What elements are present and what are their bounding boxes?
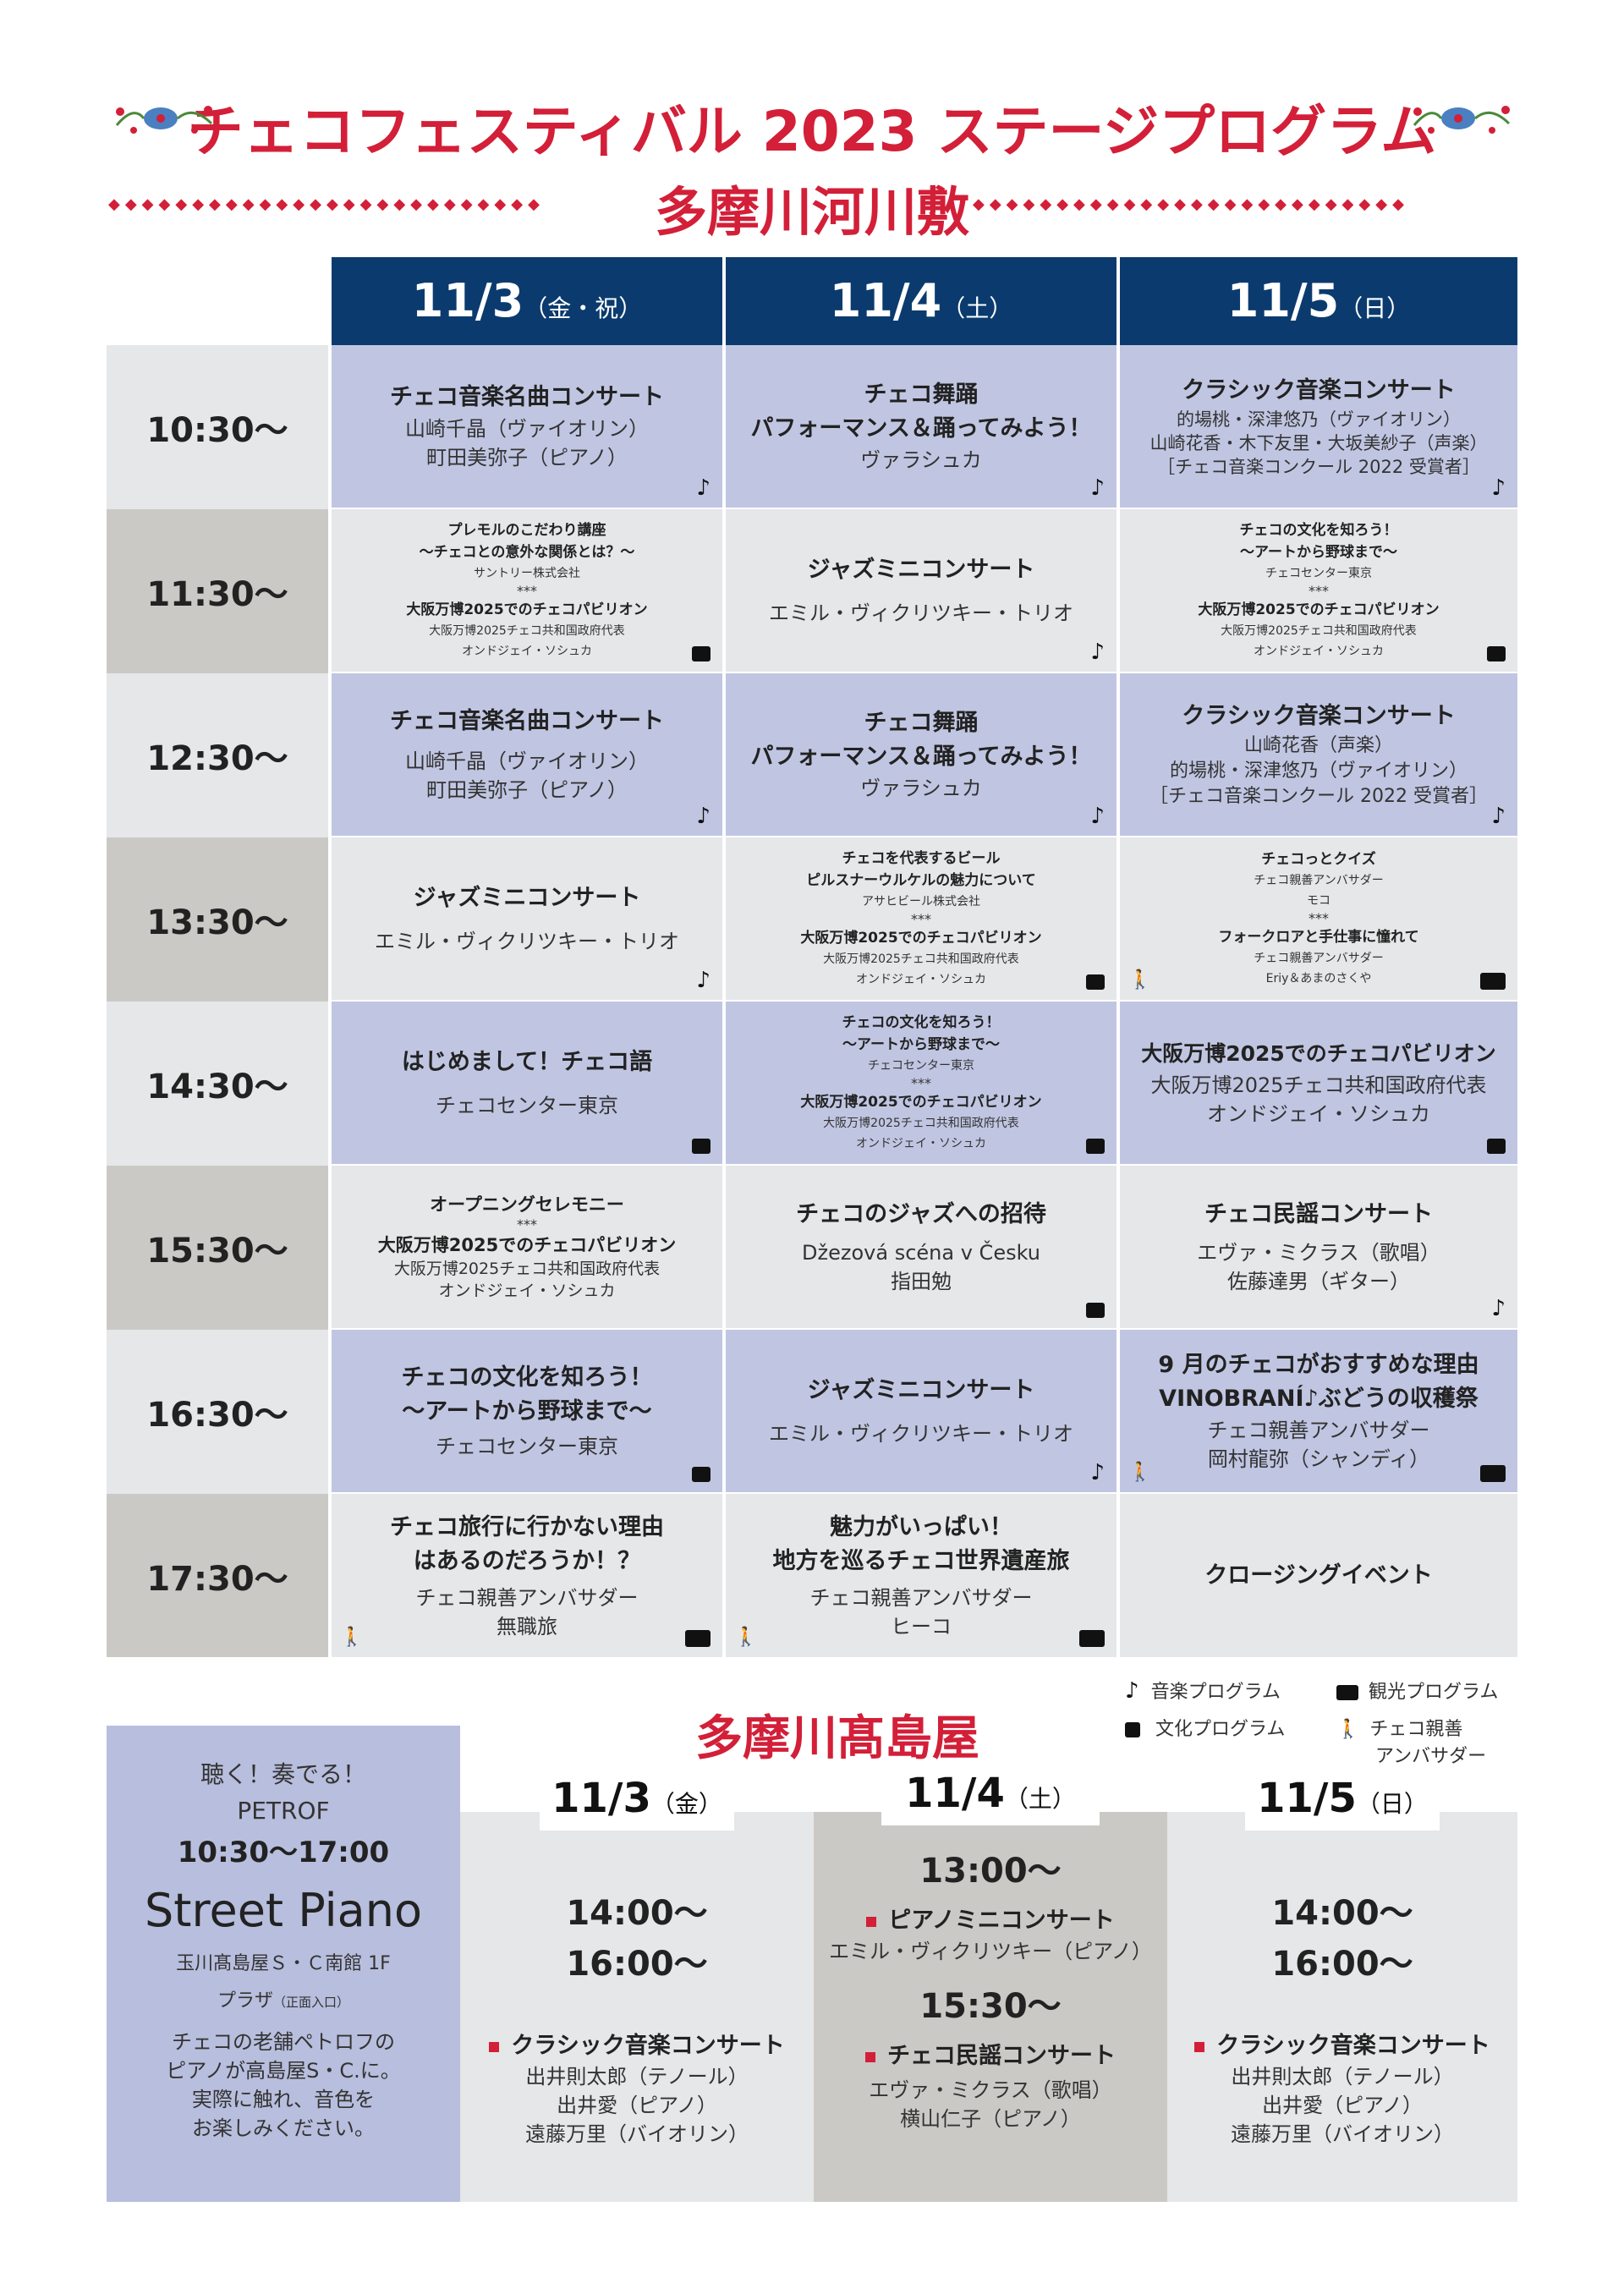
legend-ambassador: 🚶チェコ親善アンバサダー: [1336, 1719, 1487, 1767]
program-cell: ジャズミニコンサートエミル・ヴィクリツキー・トリオ ♪: [726, 1330, 1116, 1492]
ambassador-icon: 🚶: [1336, 1719, 1360, 1740]
music-note-icon: ♪: [1090, 639, 1105, 665]
tourism-suitcase-icon: [1336, 1685, 1358, 1700]
program-cell: クロージングイベント: [1120, 1494, 1517, 1657]
culture-program-icon: [1125, 1722, 1140, 1737]
program-cell: チェコを代表するビールピルスナーウルケルの魅力についてアサヒビール株式会社***…: [726, 837, 1116, 1000]
program-cell: チェコの文化を知ろう！〜アートから野球まで〜チェコセンター東京: [332, 1330, 722, 1492]
takashimaya-day-column: 11/4（土） 13:00〜 ピアノミニコンサート エミル・ヴィクリツキー（ピア…: [814, 1759, 1167, 2202]
tourism-suitcase-icon: [1480, 973, 1506, 990]
tourism-suitcase-icon: [1480, 1465, 1506, 1482]
music-note-icon: ♪: [1491, 1296, 1506, 1321]
ambassador-icon: 🚶: [734, 1627, 758, 1648]
page-title: チェコフェスティバル 2023 ステージプログラム: [187, 99, 1437, 164]
program-cell: 大阪万博2025でのチェコパビリオン大阪万博2025チェコ共和国政府代表オンドジ…: [1120, 1002, 1517, 1164]
day-header: 11/4（土）: [726, 257, 1116, 345]
culture-program-icon: [1086, 974, 1105, 990]
program-cell: オープニングセレモニー***大阪万博2025でのチェコパビリオン大阪万博2025…: [332, 1166, 722, 1328]
program-cell: プレモルのこだわり講座〜チェコとの意外な関係とは？〜サントリー株式会社***大阪…: [332, 509, 722, 672]
program-cell: クラシック音楽コンサート山崎花香（声楽）的場桃・深津悠乃（ヴァイオリン）［チェコ…: [1120, 673, 1517, 836]
program-cell: チェコ音楽名曲コンサート山崎千晶（ヴァイオリン）町田美弥子（ピアノ） ♪: [332, 345, 722, 508]
music-note-icon: ♪: [1090, 475, 1105, 501]
day-tab: 11/4（土）: [881, 1759, 1100, 1825]
time-label: 14:30〜: [107, 1002, 328, 1166]
music-note-icon: ♪: [696, 968, 710, 993]
music-note-icon: ♪: [1491, 475, 1506, 501]
street-piano-box: 聴く！奏でる！ PETROF 10:30〜17:00 Street Piano …: [107, 1726, 460, 2202]
culture-program-icon: [1086, 1139, 1105, 1154]
culture-program-icon: [692, 1467, 710, 1482]
program-cell: クラシック音楽コンサート的場桃・深津悠乃（ヴァイオリン）山崎花香・木下友里・大坂…: [1120, 345, 1517, 508]
program-cell: チェコ舞踊パフォーマンス＆踊ってみよう！ヴァラシュカ ♪: [726, 673, 1116, 836]
bullet-square-icon: [1194, 2041, 1205, 2052]
program-cell: チェコ民謡コンサートエヴァ・ミクラス（歌唱）佐藤達男（ギター） ♪: [1120, 1166, 1517, 1328]
program-cell: ジャズミニコンサートエミル・ヴィクリツキー・トリオ ♪: [726, 509, 1116, 672]
culture-program-icon: [1086, 1303, 1105, 1318]
time-label: 12:30〜: [107, 673, 328, 837]
culture-program-icon: [1487, 646, 1506, 661]
diamond-divider-right: ◆◆◆◆◆◆◆◆◆◆◆◆◆◆◆◆◆◆◆◆◆◆◆◆◆◆: [973, 196, 1409, 213]
program-cell: チェコ舞踊パフォーマンス＆踊ってみよう！ヴァラシュカ ♪: [726, 345, 1116, 508]
takashimaya-day-column: 11/5（日） 14:00〜 16:00〜 クラシック音楽コンサート 出井則太郎…: [1167, 1765, 1517, 2202]
ambassador-icon: 🚶: [340, 1627, 364, 1648]
day-tab: 11/3（金）: [540, 1765, 734, 1831]
flower-ornament-icon: [115, 106, 213, 134]
music-note-icon: ♪: [1125, 1678, 1139, 1704]
time-label: 10:30〜: [107, 345, 328, 509]
program-cell: ジャズミニコンサートエミル・ヴィクリツキー・トリオ ♪: [332, 837, 722, 1000]
day-tab: 11/5（日）: [1245, 1765, 1440, 1831]
time-label: 17:30〜: [107, 1494, 328, 1657]
program-cell: チェコ音楽名曲コンサート山崎千晶（ヴァイオリン）町田美弥子（ピアノ） ♪: [332, 673, 722, 836]
schedule-grid: 11/3（金・祝） 11/4（土） 11/5（日） 10:30〜 11:30〜 …: [107, 257, 1517, 1657]
takashimaya-day-column: 11/3（金） 14:00〜 16:00〜 クラシック音楽コンサート 出井則太郎…: [460, 1765, 814, 2202]
legend-tourism: 観光プログラム: [1336, 1677, 1498, 1704]
tourism-suitcase-icon: [1079, 1630, 1105, 1647]
time-label: 16:30〜: [107, 1330, 328, 1494]
time-label: 11:30〜: [107, 509, 328, 673]
music-note-icon: ♪: [1090, 804, 1105, 829]
ambassador-icon: 🚶: [1128, 969, 1152, 991]
program-cell: はじめまして！チェコ語チェコセンター東京: [332, 1002, 722, 1164]
program-cell: チェコっとクイズチェコ親善アンバサダーモコ***フォークロアと手仕事に憧れてチェ…: [1120, 837, 1517, 1000]
program-cell: チェコの文化を知ろう！〜アートから野球まで〜チェコセンター東京***大阪万博20…: [726, 1002, 1116, 1164]
music-note-icon: ♪: [1090, 1460, 1105, 1485]
culture-program-icon: [692, 1139, 710, 1154]
bullet-square-icon: [865, 2051, 875, 2062]
time-label: 15:30〜: [107, 1166, 328, 1330]
day-header: 11/3（金・祝）: [332, 257, 722, 345]
program-cell: チェコ旅行に行かない理由はあるのだろうか！？チェコ親善アンバサダー無職旅 🚶: [332, 1494, 722, 1657]
legend-music: ♪音楽プログラム: [1125, 1678, 1281, 1704]
bullet-square-icon: [489, 2041, 500, 2052]
music-note-icon: ♪: [1491, 804, 1506, 829]
culture-program-icon: [1487, 1139, 1506, 1154]
music-note-icon: ♪: [696, 804, 710, 829]
tourism-suitcase-icon: [685, 1630, 710, 1647]
diamond-divider-left: ◆◆◆◆◆◆◆◆◆◆◆◆◆◆◆◆◆◆◆◆◆◆◆◆◆◆: [108, 196, 545, 213]
flower-ornament-icon: [1413, 106, 1511, 134]
legend-culture: 文化プログラム: [1125, 1714, 1285, 1741]
culture-program-icon: [692, 646, 710, 661]
music-note-icon: ♪: [696, 475, 710, 501]
day-header: 11/5（日）: [1120, 257, 1517, 345]
program-cell: チェコの文化を知ろう！〜アートから野球まで〜チェコセンター東京***大阪万博20…: [1120, 509, 1517, 672]
program-cell: 魅力がいっぱい！地方を巡るチェコ世界遺産旅チェコ親善アンバサダーヒーコ 🚶: [726, 1494, 1116, 1657]
time-label: 13:30〜: [107, 837, 328, 1002]
section-title: 多摩川髙島屋: [695, 1711, 979, 1766]
bullet-square-icon: [866, 1916, 877, 1927]
ambassador-icon: 🚶: [1128, 1462, 1152, 1483]
venue-title: 多摩川河川敷: [654, 181, 969, 243]
